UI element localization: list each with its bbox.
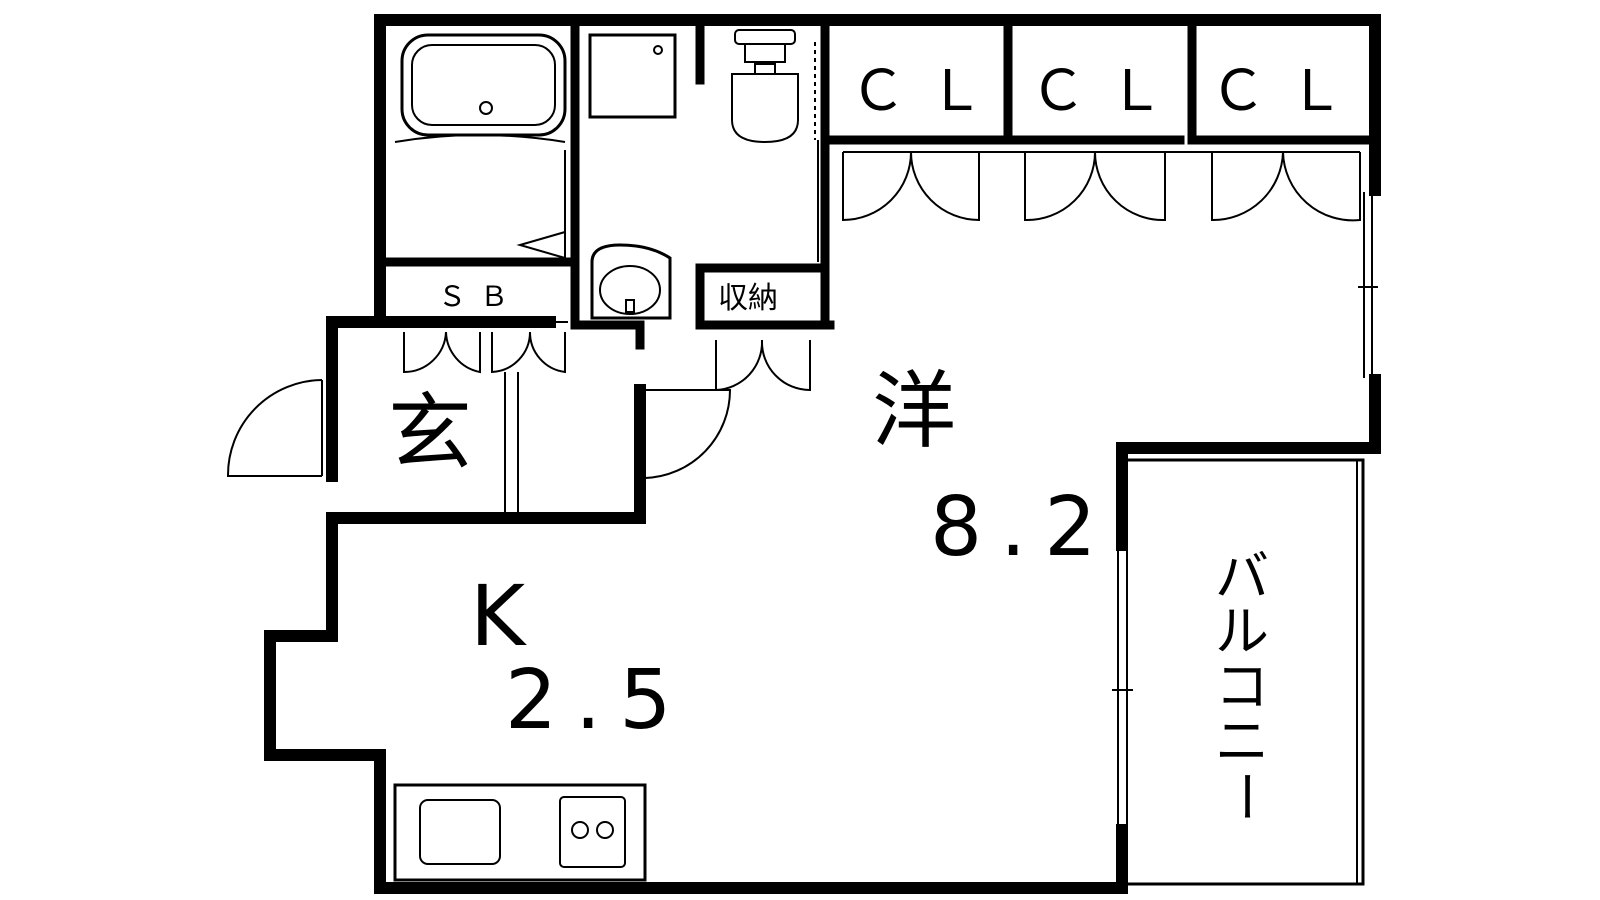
closet-2-label: ＣＬ [1030,59,1186,124]
toilet [731,29,819,262]
kitchen-counter [393,783,647,882]
washing-machine-space [588,33,677,119]
front-door [226,379,323,477]
balcony-label: バ ル コ ニ ー [1212,545,1275,824]
entrance-step-lines [504,372,519,512]
kitchen-area: 2.5 [505,653,689,748]
shoe-box-label: ＳＢ [438,280,522,313]
balcony-char-2: ル [1215,600,1269,663]
balcony-outline [1122,458,1365,886]
storage-doors [715,339,811,392]
kitchen-label: K [470,567,527,665]
entrance-inner-door [644,389,732,479]
balcony-char-3: コ [1215,655,1269,718]
balcony-char-1: バ [1215,545,1269,608]
interior-walls [375,15,1380,350]
closet-3-label: ＣＬ [1210,59,1366,124]
bathtub [394,33,567,260]
balcony-char-5: ー [1212,770,1275,824]
entrance-label: 玄 [388,384,472,482]
balcony-window [1112,545,1133,830]
shoe-box-doors [392,321,568,374]
right-window [1358,192,1378,378]
western-room-label: 洋 [872,362,956,460]
wash-basin [590,243,672,320]
closet-doors [842,151,1361,222]
exterior-walls [264,14,1381,894]
balcony-char-4: ニ [1215,710,1269,773]
western-room-area: 8.2 [930,480,1114,575]
closet-1-label: ＣＬ [850,59,1006,124]
storage-label: 収納 [718,281,778,316]
